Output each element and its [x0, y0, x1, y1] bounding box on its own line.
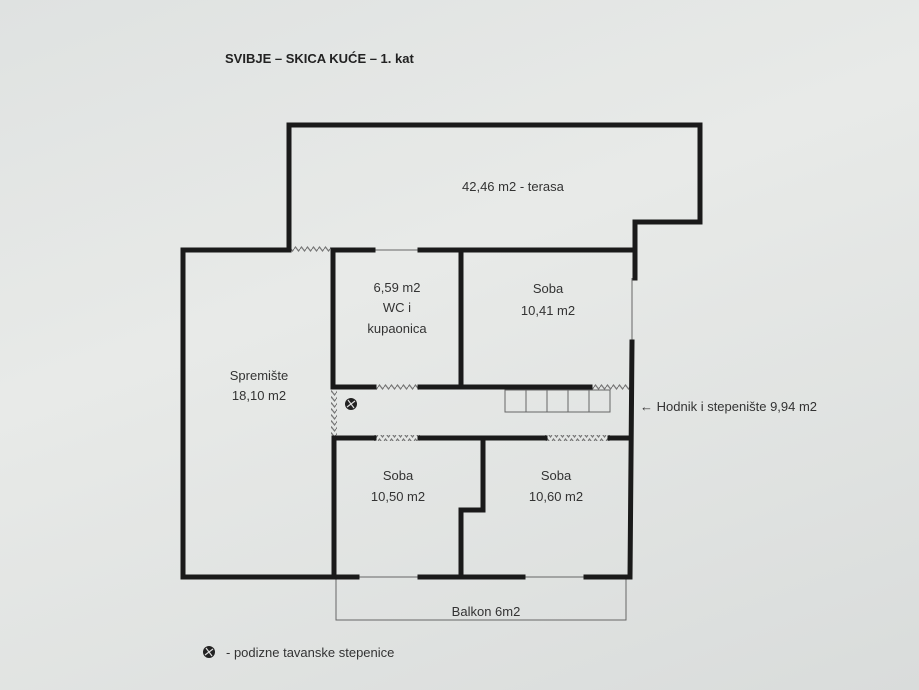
room-left-area: 10,50 m2	[371, 489, 425, 504]
window	[545, 435, 610, 441]
room-top-name: Soba	[533, 281, 564, 296]
window	[374, 384, 420, 390]
fan-icon	[344, 397, 358, 411]
wc-name-2: kupaonica	[367, 321, 427, 336]
window	[374, 435, 420, 441]
wc-name: WC i	[383, 300, 411, 315]
storage-name: Spremište	[230, 368, 289, 383]
wc-area: 6,59 m2	[374, 280, 421, 295]
legend-text: - podizne tavanske stepenice	[226, 645, 394, 660]
hallway-label: ← Hodnik i stepenište 9,94 m2	[640, 399, 817, 414]
storage-area: 18,10 m2	[232, 388, 286, 403]
window	[291, 246, 331, 252]
room-right-name: Soba	[541, 468, 572, 483]
room-top-area: 10,41 m2	[521, 303, 575, 318]
window	[590, 384, 630, 390]
plan-title: SVIBJE – SKICA KUĆE – 1. kat	[225, 51, 414, 66]
room-right-area: 10,60 m2	[529, 489, 583, 504]
terrace-label: 42,46 m2 - terasa	[462, 179, 565, 194]
window	[331, 390, 337, 436]
walls	[180, 122, 703, 580]
fan-icon	[202, 645, 216, 659]
room-left-name: Soba	[383, 468, 414, 483]
balcony-label: Balkon 6m2	[452, 604, 521, 619]
staircase	[504, 389, 611, 413]
